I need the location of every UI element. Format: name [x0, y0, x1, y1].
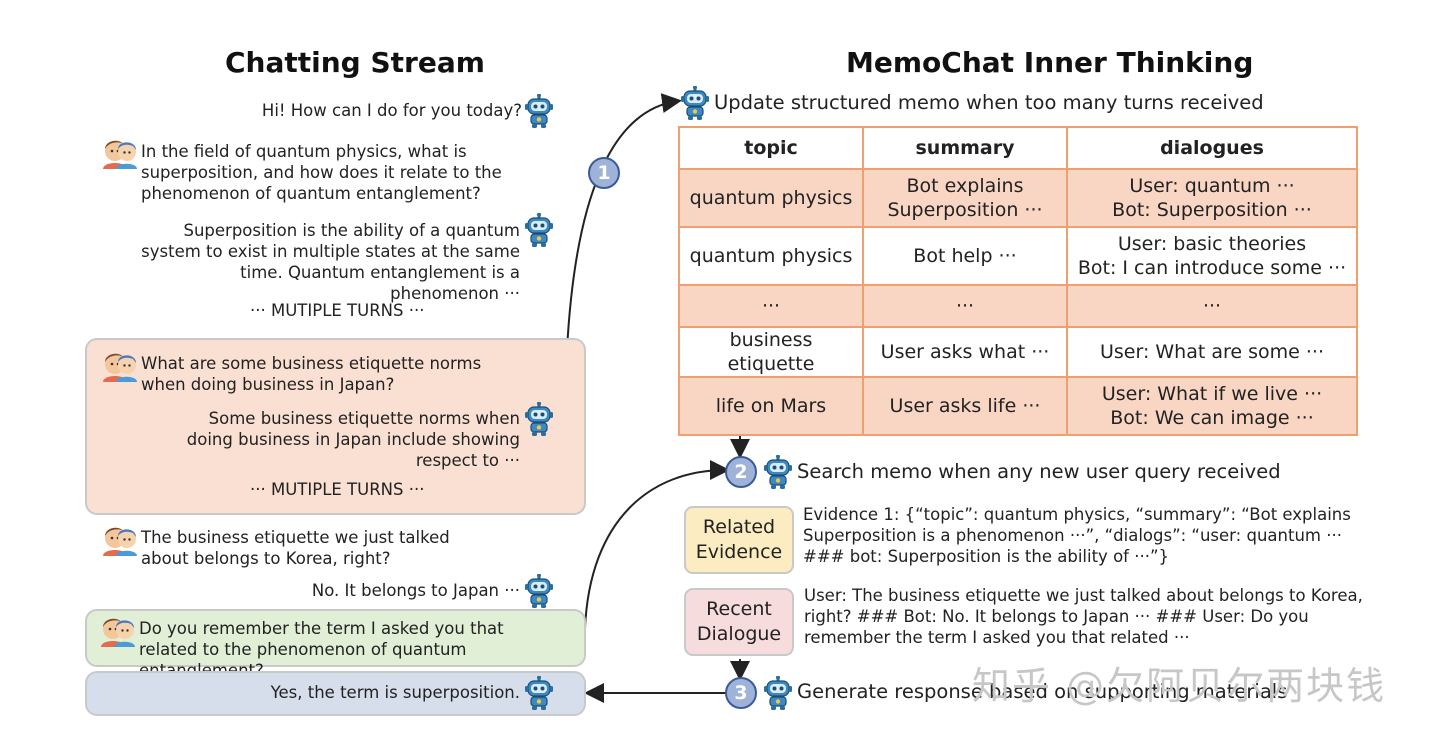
- robot-icon: [524, 574, 554, 608]
- memo-header-row: topic summary dialogues: [678, 126, 1358, 170]
- recent-dialogue-tag: Recent Dialogue: [684, 588, 794, 656]
- step-1-label: Update structured memo when too many tur…: [714, 91, 1264, 114]
- robot-icon: [763, 676, 793, 710]
- step-2-badge: 2: [725, 456, 757, 488]
- current-query-panel: [85, 609, 586, 667]
- user-question-1: In the field of quantum physics, what is…: [141, 142, 502, 203]
- robot-icon: [524, 402, 554, 436]
- memo-summary: User asks what ···: [862, 326, 1068, 378]
- step-3-badge: 3: [725, 677, 757, 709]
- inner-thinking-title: MemoChat Inner Thinking: [846, 46, 1254, 79]
- memo-header-topic: topic: [678, 126, 864, 170]
- bot-answer-2: Some business etiquette norms when doing…: [186, 409, 520, 470]
- user-question-2: What are some business etiquette norms w…: [141, 354, 482, 394]
- memo-row: quantum physics Bot help ··· User: basic…: [678, 226, 1358, 286]
- memo-topic: life on Mars: [678, 376, 864, 436]
- memo-topic: quantum physics: [678, 168, 864, 228]
- robot-icon: [524, 676, 554, 710]
- robot-icon: [524, 213, 554, 247]
- bot-answer-1: Superposition is the ability of a quantu…: [141, 221, 520, 303]
- memo-header-dialogues: dialogues: [1066, 126, 1358, 170]
- related-evidence-tag: Related Evidence: [684, 506, 794, 574]
- user-question-3: The business etiquette we just talked ab…: [141, 528, 450, 568]
- user-avatar-icon: [101, 615, 135, 647]
- step-1-badge: 1: [588, 157, 620, 189]
- arrow-to-step2: [584, 460, 730, 629]
- related-evidence-text: Evidence 1: {“topic”: quantum physics, “…: [803, 505, 1351, 566]
- chatting-stream-title: Chatting Stream: [225, 46, 485, 79]
- robot-icon: [680, 86, 710, 120]
- user-avatar-icon: [103, 137, 137, 169]
- memo-topic: ···: [678, 284, 864, 328]
- memo-row: ··· ··· ···: [678, 284, 1358, 328]
- response-panel: [85, 671, 586, 716]
- robot-icon: [524, 94, 554, 128]
- watermark: 知乎 @欠阿贝尔两块钱: [972, 664, 1387, 708]
- memo-dialogues: User: quantum ···Bot: Superposition ···: [1066, 168, 1358, 228]
- memo-dialogues: ···: [1066, 284, 1358, 328]
- structured-memo-table: topic summary dialogues quantum physics …: [678, 126, 1358, 436]
- bot-answer-4: Yes, the term is superposition.: [270, 683, 520, 702]
- memo-header-summary: summary: [862, 126, 1068, 170]
- step-2-label: Search memo when any new user query rece…: [797, 460, 1281, 483]
- memo-row: business etiquette User asks what ··· Us…: [678, 326, 1358, 378]
- memo-summary: ···: [862, 284, 1068, 328]
- multiple-turns-2: ··· MUTIPLE TURNS ···: [250, 480, 425, 499]
- memo-dialogues: User: What if we live ···Bot: We can ima…: [1066, 376, 1358, 436]
- bot-greeting: Hi! How can I do for you today?: [261, 101, 522, 120]
- user-avatar-icon: [103, 350, 137, 382]
- arrow-to-step1: [566, 93, 682, 351]
- step-3-label: Generate response based on supporting ma…: [797, 680, 1288, 703]
- robot-icon: [763, 455, 793, 489]
- memo-dialogues: User: What are some ···: [1066, 326, 1358, 378]
- memo-summary: Bot help ···: [862, 226, 1068, 286]
- business-etiquette-panel: [85, 338, 586, 515]
- memo-row: life on Mars User asks life ··· User: Wh…: [678, 376, 1358, 436]
- memo-summary: User asks life ···: [862, 376, 1068, 436]
- multiple-turns-1: ··· MUTIPLE TURNS ···: [250, 301, 425, 320]
- recent-dialogue-text: User: The business etiquette we just tal…: [804, 586, 1363, 647]
- user-avatar-icon: [103, 524, 137, 556]
- bot-answer-3: No. It belongs to Japan ···: [311, 581, 520, 600]
- memo-topic: business etiquette: [678, 326, 864, 378]
- memo-topic: quantum physics: [678, 226, 864, 286]
